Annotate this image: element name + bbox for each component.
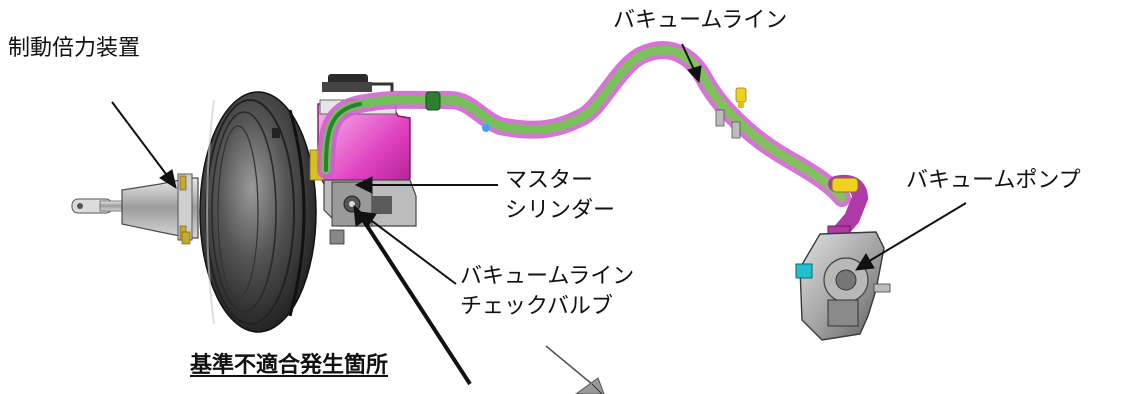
vacuum-pump-label: バキュームポンプ <box>906 168 1081 193</box>
vacuum-line-arrowhead <box>687 65 702 84</box>
brake-booster-label: 制動倍力装置 <box>8 36 141 61</box>
brake-booster <box>71 91 317 333</box>
vacuum-line-label: バキュームライン <box>613 8 788 33</box>
master-cylinder-arrowhead <box>354 176 373 194</box>
check-valve-label-line2: チェックバルブ <box>460 294 613 320</box>
check-valve-label-line1: バキュームライン <box>460 264 635 289</box>
master-cylinder-label-line2: シリンダー <box>505 198 616 224</box>
vacuum-pump-leader-arrow <box>865 202 967 264</box>
leader-arrows <box>111 43 967 386</box>
nonconformity-leader-line <box>356 210 472 386</box>
nonconformity-location-label: 基準不適合発生箇所 <box>190 352 389 378</box>
master-cylinder <box>309 74 417 245</box>
master-cylinder-label-line1: マスター <box>505 168 594 193</box>
callout-cone <box>545 345 605 394</box>
vacuum-pump-arrowhead <box>855 253 875 271</box>
check-valve-leader-arrow <box>367 217 457 285</box>
check-valve-label: バキュームライン チェックバルブ <box>460 262 634 323</box>
nonconformity-arrowhead <box>353 204 369 227</box>
master-cylinder-label: マスター シリンダー <box>505 166 615 227</box>
booster-arrowhead <box>159 169 177 190</box>
vacuum-pump <box>795 231 891 341</box>
booster-leader-arrow <box>111 101 173 183</box>
